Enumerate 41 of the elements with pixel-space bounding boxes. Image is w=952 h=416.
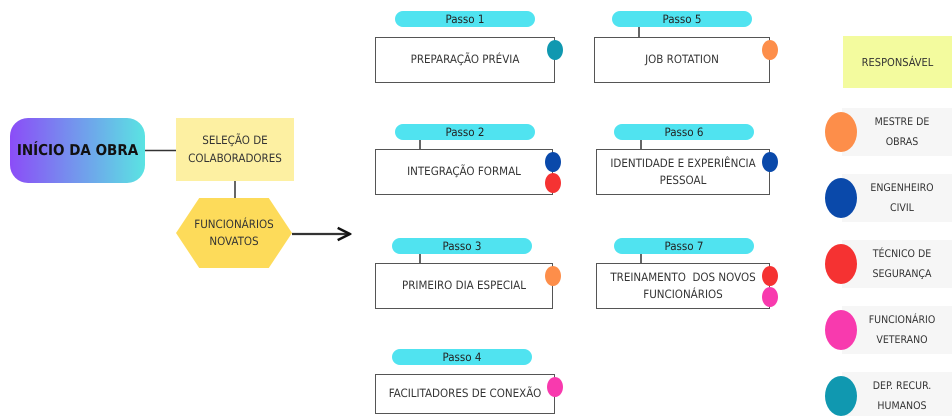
- legend-text: ENGENHEIRO CIVIL: [869, 181, 935, 216]
- legend-text: MESTRE DE OBRAS: [874, 115, 930, 150]
- step-label: Passo 4: [441, 349, 483, 365]
- connector-line: [145, 150, 176, 152]
- node-text: TREINAMENTO DOS NOVOS FUNCIONÁRIOS: [609, 268, 757, 303]
- start-box: [10, 118, 145, 183]
- step-pill: [612, 11, 752, 27]
- connector-line: [419, 254, 421, 263]
- legend-text: TÉCNICO DE SEGURANÇA: [872, 246, 932, 282]
- step-label: Passo 6: [663, 124, 705, 140]
- step-label: Passo 5: [661, 11, 703, 27]
- step-pill: [395, 124, 535, 140]
- node-text: FUNCIONÁRIOS NOVATOS: [193, 216, 275, 250]
- connector-line: [234, 181, 236, 198]
- connector-line: [419, 140, 421, 149]
- legend-text: FUNCIONÁRIO VETERANO: [868, 312, 936, 348]
- step-label: Passo 7: [663, 238, 705, 254]
- legend-title: RESPONSÁVEL: [843, 36, 952, 88]
- process-box: [176, 118, 294, 181]
- step-pill: [392, 238, 532, 254]
- legend-text: DEP. RECUR. HUMANOS: [872, 379, 932, 414]
- step-pill: [392, 349, 532, 365]
- step-label: Passo 3: [441, 238, 483, 254]
- arrow: [292, 226, 352, 242]
- node-text: PREPARAÇÃO PRÉVIA: [410, 51, 520, 68]
- step-pill: [614, 124, 754, 140]
- node-text: SELEÇÃO DE COLABORADORES: [187, 132, 283, 166]
- node-text: JOB ROTATION: [644, 51, 720, 68]
- connector-line: [640, 140, 642, 149]
- hexagon-shape: [176, 198, 292, 268]
- connector-line: [638, 27, 640, 37]
- node-text: INTEGRAÇÃO FORMAL: [406, 163, 522, 180]
- step-pill: [614, 238, 754, 254]
- node-text: FACILITADORES DE CONEXÃO: [388, 385, 542, 402]
- node-text: INÍCIO DA OBRA: [16, 140, 140, 162]
- step-label: Passo 2: [444, 124, 486, 140]
- node-text: IDENTIDADE E EXPERIÊNCIA PESSOAL: [609, 154, 757, 189]
- connector-line: [640, 254, 642, 263]
- node-text: PRIMEIRO DIA ESPECIAL: [401, 277, 527, 294]
- step-label: Passo 1: [444, 11, 486, 27]
- step-pill: [395, 11, 535, 27]
